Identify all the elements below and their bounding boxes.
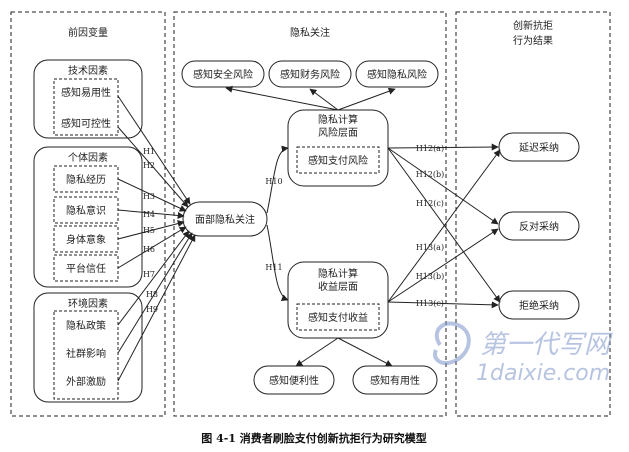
- perceived-payment-benefit-label: 感知支付收益: [308, 311, 368, 324]
- perceived-payment-risk-box: [296, 146, 380, 174]
- arrow-h13b: [387, 228, 499, 303]
- tech-items-box: [53, 78, 119, 136]
- arrow-h13c: [387, 301, 499, 309]
- label-h10: H10: [265, 177, 282, 186]
- privacy-title: 隐私关注: [290, 26, 330, 39]
- arrow-risk-privacy: [337, 87, 396, 111]
- arrow-h3: [117, 178, 187, 212]
- label-h7: H7: [143, 270, 155, 279]
- arrow-h7: [117, 230, 190, 326]
- outcome-panel: [455, 11, 611, 417]
- watermark-logo-icon: [433, 321, 471, 365]
- perceived-convenience-label: 感知便利性: [269, 374, 319, 387]
- outcome-title-line1: 创新抗拒: [513, 19, 553, 32]
- label-h13a: H13(a): [416, 243, 444, 252]
- arrow-h12a: [387, 143, 499, 151]
- privacy-experience: 隐私经历: [66, 173, 106, 186]
- outcome-reject-adoption-label: 拒绝采纳: [519, 299, 559, 312]
- label-h1: H1: [143, 147, 155, 156]
- antecedents-title: 前因变量: [68, 26, 108, 39]
- watermark-line2: 1daixie.com: [476, 361, 610, 386]
- label-h2: H2: [143, 161, 155, 170]
- outcome-oppose-adoption-node: [498, 211, 580, 241]
- facial-privacy-concern-label: 面部隐私关注: [195, 213, 255, 226]
- environment-factors-group: [33, 292, 143, 403]
- label-h6: H6: [143, 245, 155, 254]
- outcome-reject-adoption-node: [498, 290, 580, 320]
- env-items-box: [53, 310, 119, 400]
- label-h5: H5: [143, 226, 155, 235]
- label-h9: H9: [146, 305, 158, 314]
- perceived-privacy-risk-label: 感知隐私风险: [367, 68, 427, 81]
- tech-factors-title: 技术因素: [68, 64, 108, 77]
- privacy-awareness: 隐私意识: [66, 204, 106, 217]
- outcome-title-line2: 行为结果: [513, 34, 553, 47]
- watermark: 第一代写网 1daixie.com: [433, 321, 613, 386]
- watermark-line1: 第一代写网: [480, 330, 613, 360]
- perceived-convenience-node: [253, 365, 335, 395]
- arrow-risk-security: [225, 85, 339, 111]
- perceived-usefulness-label: 感知有用性: [370, 374, 420, 387]
- body-image: 身体意象: [66, 233, 106, 246]
- arrow-benefit-convenience: [295, 337, 339, 367]
- arrow-h12c: [387, 147, 501, 303]
- perceived-financial-risk-node: [268, 60, 352, 88]
- personal-factors-title: 个体因素: [68, 151, 108, 164]
- label-h11: H11: [265, 263, 282, 272]
- arrow-h2: [117, 126, 189, 208]
- arrow-h4: [117, 209, 185, 219]
- facial-privacy-concern-node: [182, 201, 268, 237]
- arrow-benefit-usefulness: [337, 337, 393, 367]
- platform-trust: 平台信任: [66, 262, 106, 275]
- outcome-oppose-adoption-label: 反对采纳: [519, 220, 559, 233]
- label-h12b: H12(b): [416, 170, 445, 179]
- label-h8: H8: [146, 290, 158, 299]
- personal-factors-group: [33, 146, 143, 288]
- arrow-h10: [266, 145, 289, 214]
- perceived-security-risk-label: 感知安全风险: [193, 68, 253, 81]
- risk-node-line2: 风险层面: [318, 126, 358, 139]
- figure-caption: 图 4-1 消费者刷脸支付创新抗拒行为研究模型: [201, 431, 427, 445]
- social-influence: 社群影响: [66, 347, 106, 360]
- arrow-h9: [117, 234, 196, 382]
- privacy-policy: 隐私政策: [66, 319, 106, 332]
- arrow-risk-financial: [309, 88, 339, 111]
- arrow-h1: [117, 95, 191, 205]
- outcome-delay-adoption-node: [498, 132, 580, 162]
- risk-node-line1: 隐私计算: [318, 113, 358, 126]
- label-h4: H4: [143, 210, 155, 219]
- label-h3: H3: [143, 192, 155, 201]
- tech-factors-group: [33, 59, 143, 139]
- arrow-h6: [117, 226, 187, 269]
- arrow-h8: [117, 232, 193, 354]
- label-h12a: H12(a): [416, 144, 444, 153]
- perceived-financial-risk-label: 感知财务风险: [280, 68, 340, 81]
- external-incentive: 外部激励: [66, 375, 106, 388]
- environment-factors-title: 环境因素: [68, 297, 108, 310]
- outcome-delay-adoption-label: 延迟采纳: [519, 141, 559, 154]
- arrow-h12b: [387, 147, 499, 225]
- antecedents-panel: [10, 11, 166, 417]
- perceived-usefulness-node: [352, 365, 438, 395]
- perceived-ease-of-use: 感知易用性: [61, 86, 111, 99]
- perceived-controllability: 感知可控性: [61, 117, 111, 130]
- perceived-security-risk-node: [181, 60, 265, 88]
- perceived-payment-benefit-box: [296, 303, 380, 331]
- arrow-h13a: [387, 149, 501, 303]
- perceived-privacy-risk-node: [355, 60, 439, 88]
- label-h13c: H13(c): [416, 299, 444, 308]
- privacy-panel: [173, 11, 447, 417]
- arrow-h5: [117, 220, 185, 240]
- benefit-node-line2: 收益层面: [318, 280, 358, 293]
- label-h12c: H12(c): [416, 199, 444, 208]
- perceived-payment-risk-label: 感知支付风险: [308, 154, 368, 167]
- arrow-h11: [266, 224, 289, 301]
- benefit-node-line1: 隐私计算: [318, 267, 358, 280]
- label-h13b: H13(b): [416, 272, 445, 281]
